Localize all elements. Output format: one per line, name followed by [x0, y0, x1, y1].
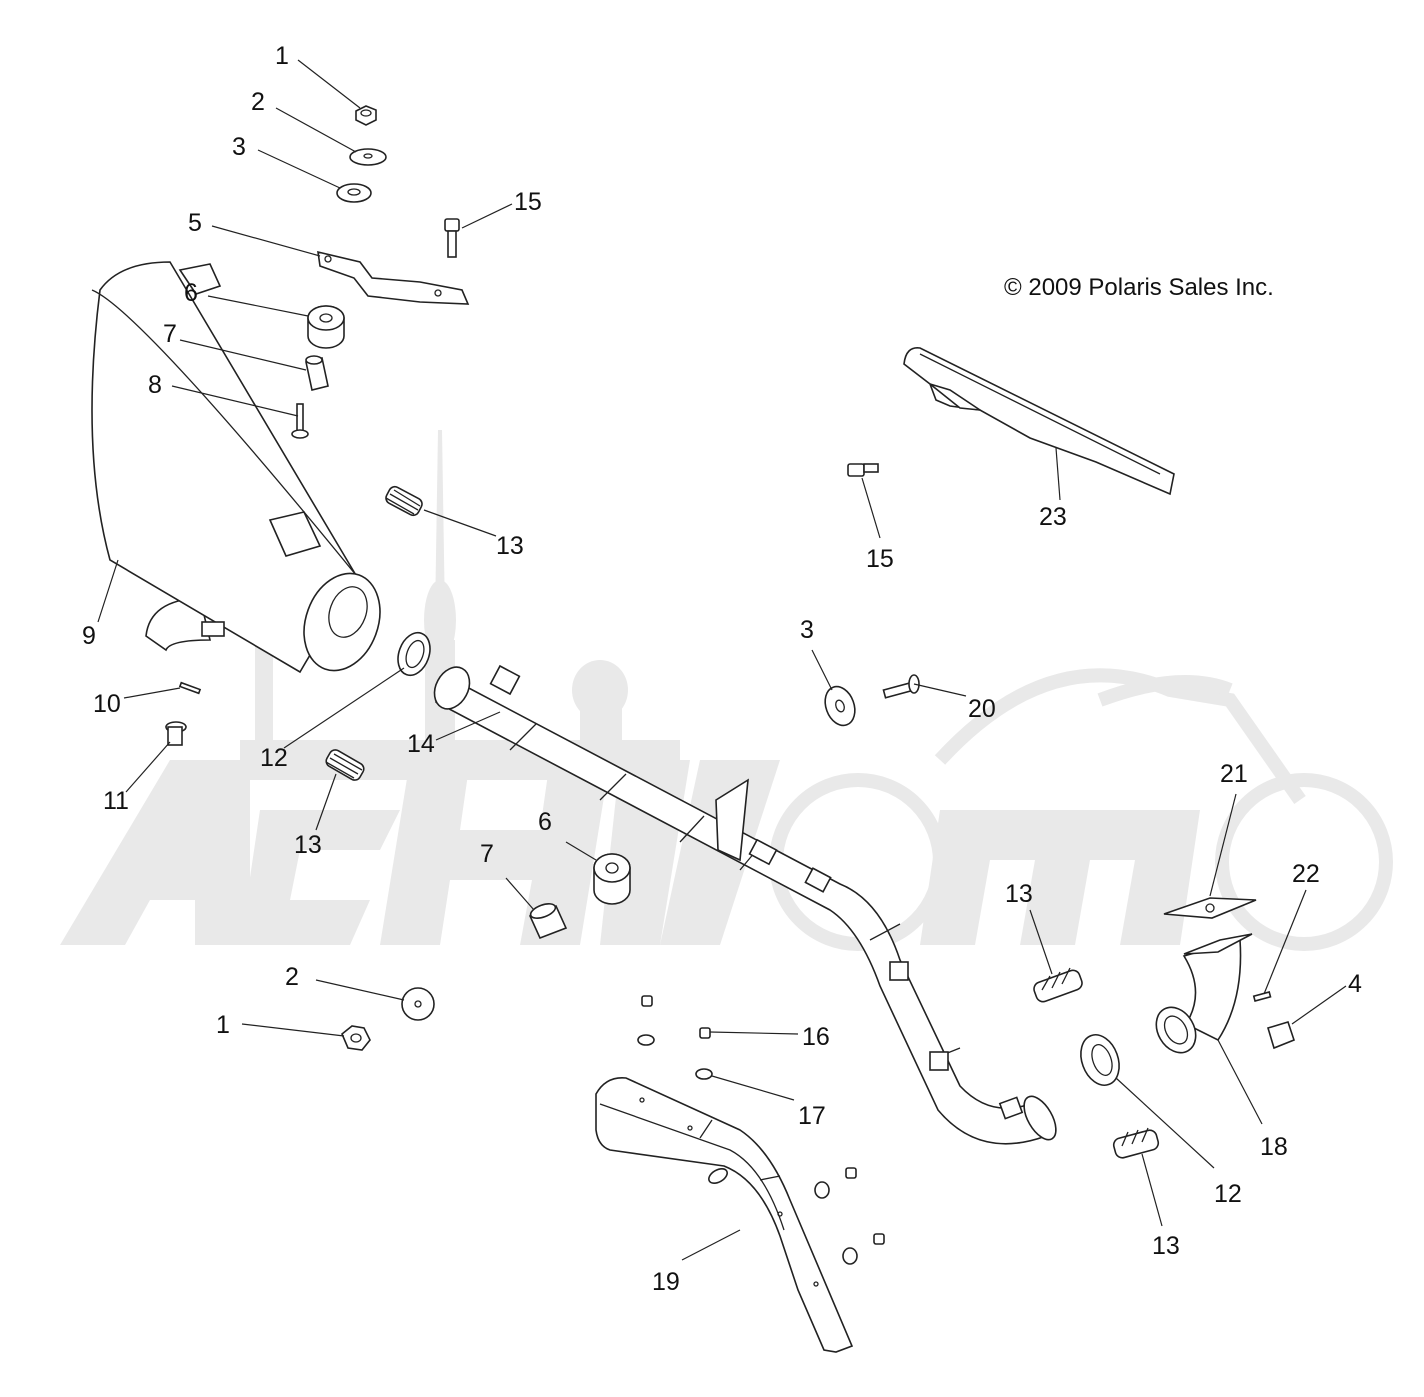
callout-8: 8 — [148, 371, 162, 399]
rubber-grommet-part — [307, 305, 345, 349]
screw-part — [641, 995, 885, 1245]
callout-4: 4 — [1348, 970, 1362, 998]
sleeve-part — [528, 903, 568, 940]
callout-6: 6 — [538, 808, 552, 836]
callout-22: 22 — [1292, 860, 1320, 888]
hex-nut-part — [341, 1025, 371, 1051]
flat-washer-part — [349, 148, 387, 166]
callout-13: 13 — [294, 831, 322, 859]
callout-13: 13 — [1152, 1232, 1180, 1260]
callout-12: 12 — [1214, 1180, 1242, 1208]
callout-19: 19 — [652, 1268, 680, 1296]
callout-1: 1 — [275, 42, 289, 70]
exhaust-spring-part — [1033, 967, 1083, 1003]
watermark — [60, 430, 1393, 951]
upper-heat-shield-part — [903, 347, 1175, 496]
exhaust-elbow-part — [1155, 933, 1253, 1054]
muffler-bracket-part — [317, 250, 470, 305]
callout-3: 3 — [232, 133, 246, 161]
callout-17: 17 — [798, 1102, 826, 1130]
exhaust-gasket-part — [397, 631, 431, 677]
callout-6: 6 — [184, 279, 198, 307]
callout-7: 7 — [480, 840, 494, 868]
lock-washer-part — [336, 183, 372, 203]
callout-12: 12 — [260, 744, 288, 772]
exhaust-spring-part — [325, 749, 365, 781]
callout-13: 13 — [496, 532, 524, 560]
small-washer-part — [637, 1034, 858, 1265]
callout-5: 5 — [188, 209, 202, 237]
lower-heat-shield-part — [595, 1077, 854, 1353]
flange-bolt-part — [847, 463, 879, 477]
callout-15: 15 — [866, 545, 894, 573]
callout-14: 14 — [407, 730, 435, 758]
callout-21: 21 — [1220, 760, 1248, 788]
callout-23: 23 — [1039, 503, 1067, 531]
spark-arrestor-plug-part — [165, 721, 187, 746]
parts — [91, 105, 1295, 1353]
exhaust-gasket-part — [1080, 1034, 1120, 1086]
callout-18: 18 — [1260, 1133, 1288, 1161]
flange-bolt-part — [444, 218, 460, 258]
callout-1: 1 — [216, 1011, 230, 1039]
shoulder-bolt-part — [882, 674, 920, 699]
callout-11: 11 — [103, 787, 129, 815]
callout-20: 20 — [968, 695, 996, 723]
sleeve-part — [305, 355, 329, 391]
exhaust-spring-part — [1112, 1127, 1160, 1159]
callout-2: 2 — [251, 88, 265, 116]
callout-3: 3 — [800, 616, 814, 644]
callout-9: 9 — [82, 622, 96, 650]
callout-13: 13 — [1005, 880, 1033, 908]
cap-nut-part — [1267, 1021, 1295, 1050]
rubber-grommet-part — [593, 853, 631, 905]
callout-16: 16 — [802, 1023, 830, 1051]
callout-2: 2 — [285, 963, 299, 991]
small-pin-part — [178, 681, 202, 695]
copyright-notice: © 2009 Polaris Sales Inc. — [1004, 274, 1274, 301]
watermark-cathedral — [240, 430, 680, 780]
head-pipe-part — [433, 664, 1057, 1145]
flange-gasket-part — [1163, 897, 1257, 919]
callout-15: 15 — [514, 188, 542, 216]
pin-part — [291, 403, 309, 439]
lock-washer-part — [824, 685, 856, 727]
callout-labels: 1 2 3 15 5 6 7 8 13 9 10 12 11 13 14 6 7… — [82, 42, 1362, 1296]
exhaust-spring-part — [385, 485, 423, 517]
leader-lines — [97, 59, 1347, 1261]
stud-part — [1252, 991, 1272, 1002]
callout-10: 10 — [93, 690, 121, 718]
callout-7: 7 — [163, 320, 177, 348]
muffler-part — [91, 261, 381, 674]
hex-nut-part — [355, 105, 377, 126]
flat-washer-part — [401, 987, 435, 1021]
